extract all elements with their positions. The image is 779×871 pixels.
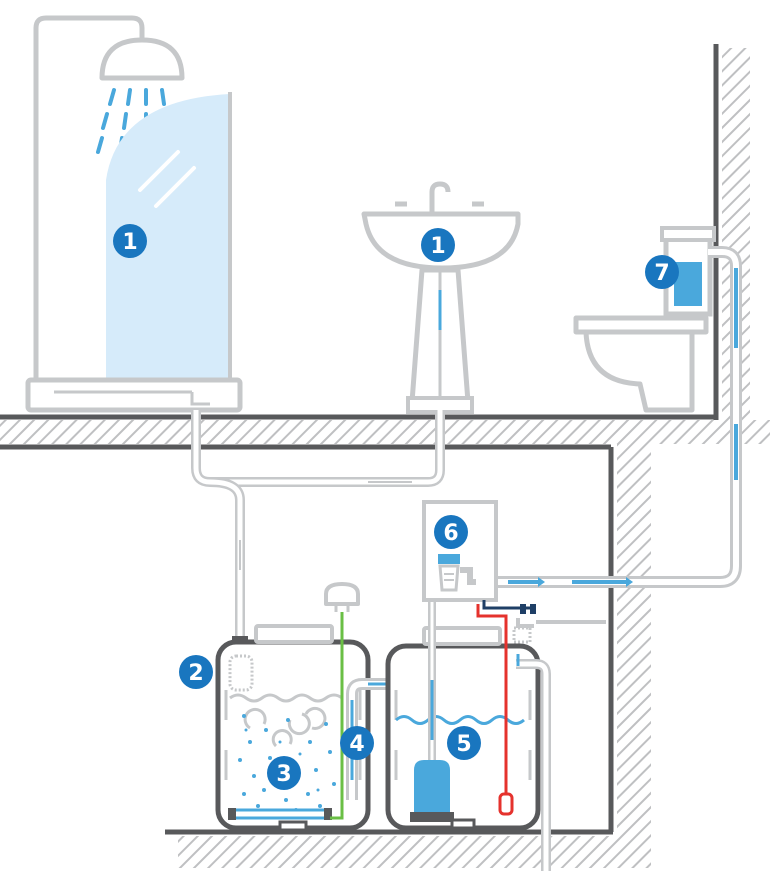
sink	[361, 181, 521, 414]
shower-frame	[33, 15, 145, 380]
badge-sink: 1	[421, 228, 455, 262]
badge-sink-label: 1	[430, 234, 445, 259]
float-switch-wire	[476, 604, 508, 796]
supply-pipe	[472, 246, 742, 588]
basement-floor	[178, 836, 651, 868]
air-pump-icon	[324, 582, 360, 606]
badge-filter-label: 2	[188, 661, 203, 686]
badge-toilet-cistern-label: 7	[654, 261, 669, 286]
tap-icon	[429, 181, 451, 212]
vent-grille-icon	[512, 626, 532, 644]
shower-glass-door	[106, 94, 230, 380]
air-pump	[324, 582, 360, 820]
uv-filter-icon	[438, 564, 460, 592]
float-switch-icon	[498, 792, 514, 816]
toilet-bowl	[583, 329, 695, 413]
shower-head-icon	[99, 37, 185, 81]
badge-filter: 2	[179, 655, 213, 689]
toilet-seat	[573, 315, 709, 335]
badge-shower: 1	[113, 224, 147, 258]
mains-tap-icon	[516, 618, 534, 628]
control-unit-box	[422, 500, 498, 602]
clean-water-line	[395, 715, 525, 725]
submersible-pump-icon	[414, 760, 450, 818]
flow-arrows	[508, 268, 738, 584]
mains-water-line	[482, 600, 534, 610]
building-structure	[0, 44, 770, 868]
badge-toilet-cistern: 7	[645, 255, 679, 289]
badge-aeration-tank: 3	[267, 756, 301, 790]
badge-shower-label: 1	[122, 230, 137, 255]
aeration-swirl-icon	[243, 706, 327, 748]
treatment-water-line	[229, 693, 343, 703]
badge-control-unit-label: 6	[443, 521, 458, 546]
air-line	[330, 612, 344, 820]
glass-reflection-icon	[138, 150, 196, 208]
air-diffuser	[232, 808, 328, 820]
badge-aeration-tank-label: 3	[276, 762, 291, 787]
badge-overflow-pipe-label: 4	[349, 732, 364, 757]
control-unit	[422, 500, 606, 628]
filter-basket-icon	[228, 654, 254, 692]
shower	[25, 15, 243, 413]
badge-control-unit: 6	[434, 515, 468, 549]
basement-wall	[617, 444, 651, 836]
badge-clean-tank: 5	[447, 726, 481, 760]
shower-tray	[25, 377, 243, 413]
floor-slab	[0, 420, 770, 444]
treatment-tank	[215, 624, 371, 832]
toilet	[573, 226, 716, 413]
badge-clean-tank-label: 5	[456, 732, 471, 757]
badge-overflow-pipe: 4	[340, 726, 374, 760]
